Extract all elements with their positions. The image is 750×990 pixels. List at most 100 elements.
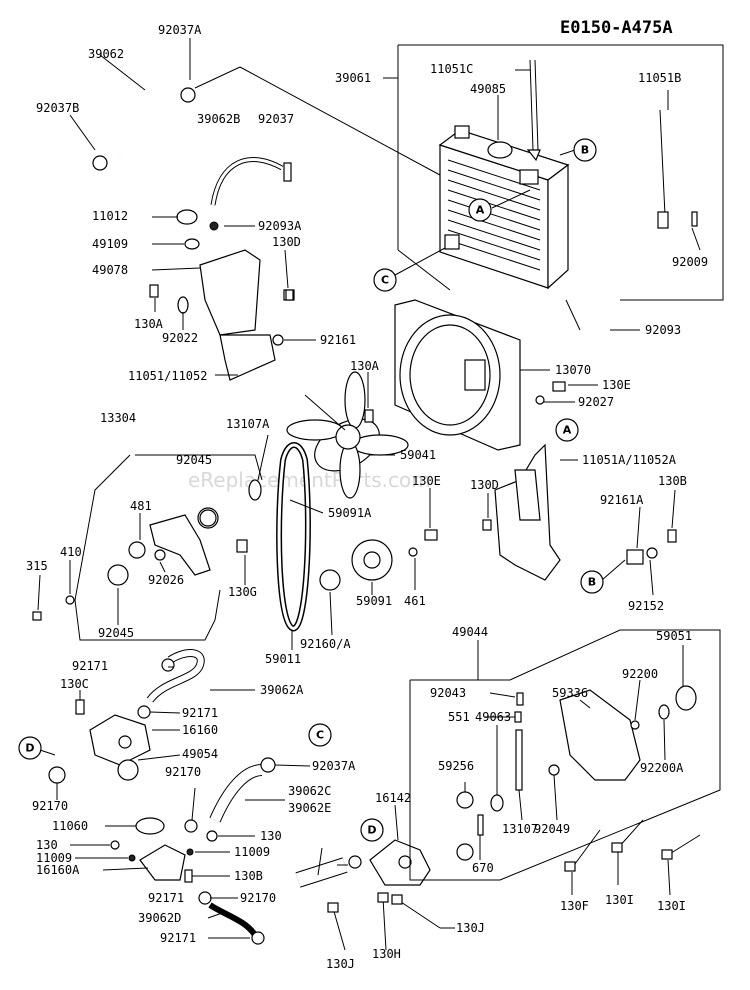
washer-49109 xyxy=(184,238,200,250)
label-92022: 92022 xyxy=(162,331,198,345)
label-59011: 59011 xyxy=(265,652,301,666)
callout-d-left: D xyxy=(18,736,56,760)
label-11009-a: 11009 xyxy=(234,845,270,859)
label-130c: 130C xyxy=(60,677,89,691)
label-92160a: 92160/A xyxy=(300,637,351,651)
label-92027: 92027 xyxy=(578,395,614,409)
fan-shroud xyxy=(394,299,521,451)
label-92026: 92026 xyxy=(148,573,184,587)
callout-b-lower: B xyxy=(580,559,626,594)
clamp-92171-d xyxy=(251,931,265,945)
label-92171-d: 92171 xyxy=(160,931,196,945)
label-39062a: 39062A xyxy=(260,683,304,697)
label-16142: 16142 xyxy=(375,791,411,805)
spacer-92160 xyxy=(319,569,341,591)
label-59041: 59041 xyxy=(400,448,436,462)
clamp-92037b xyxy=(92,155,108,171)
label-670: 670 xyxy=(472,861,494,875)
label-13107a: 13107A xyxy=(226,417,270,431)
label-49085: 49085 xyxy=(470,82,506,96)
clamp-92171-c xyxy=(198,891,212,905)
washer-92027 xyxy=(535,395,545,405)
label-92037b: 92037B xyxy=(36,101,79,115)
label-39062d: 39062D xyxy=(138,911,181,925)
label-130e-right: 130E xyxy=(602,378,631,392)
label-92045-top: 92045 xyxy=(176,453,212,467)
label-92161a: 92161A xyxy=(600,493,644,507)
snap-ring-481 xyxy=(128,541,146,559)
breather-hose xyxy=(210,157,284,206)
bolt-130e-right xyxy=(552,381,566,392)
cap-11012 xyxy=(176,209,198,225)
label-130a-left: 130A xyxy=(134,317,164,331)
clamp-92170-bot xyxy=(348,855,362,869)
radiator-cap xyxy=(487,141,513,159)
plug-11009-a xyxy=(186,848,194,856)
callout-a-lower: A xyxy=(555,418,579,442)
label-13107: 13107 xyxy=(502,822,538,836)
label-92171-b: 92171 xyxy=(182,706,218,720)
callout-c-lower: C xyxy=(308,723,332,747)
bolt-130g xyxy=(236,539,248,553)
label-13304: 13304 xyxy=(100,411,136,425)
plug-130-left xyxy=(110,840,120,850)
label-130i-a: 130I xyxy=(605,893,634,907)
label-130-a: 130 xyxy=(260,829,282,843)
gear-59256 xyxy=(456,791,474,809)
label-92045-bot: 92045 xyxy=(98,626,134,640)
label-49054: 49054 xyxy=(182,747,218,761)
bolt-130d-mid xyxy=(482,519,492,531)
clamp-92171-a xyxy=(161,658,175,672)
clip-92037 xyxy=(283,162,292,182)
label-551: 551 xyxy=(448,710,470,724)
bolt-130-a xyxy=(206,830,218,842)
label-59051: 59051 xyxy=(656,629,692,643)
label-130b-bot: 130B xyxy=(234,869,263,883)
label-13070: 13070 xyxy=(555,363,591,377)
cap-59051 xyxy=(675,685,697,711)
idler-13107a xyxy=(248,479,262,501)
label-92037: 92037 xyxy=(258,112,294,126)
label-59336: 59336 xyxy=(552,686,588,700)
bolt-130a-left xyxy=(149,284,159,298)
clamp-92037a-bot xyxy=(260,757,276,773)
label-16160a: 16160A xyxy=(36,863,80,877)
bolt-130j-left xyxy=(332,907,346,951)
plug-92093a xyxy=(209,221,219,231)
pump-body-59336 xyxy=(559,689,641,781)
label-130b-right: 130B xyxy=(658,474,687,488)
label-11051b: 11051B xyxy=(638,71,681,85)
label-130h: 130H xyxy=(372,947,401,961)
pump-group-bracket xyxy=(409,629,721,881)
hose-39062d xyxy=(208,902,258,937)
label-92049: 92049 xyxy=(534,822,570,836)
label-39062: 39062 xyxy=(88,47,124,61)
label-39062e: 39062E xyxy=(288,801,331,815)
label-59256: 59256 xyxy=(438,759,474,773)
label-130a-mid: 130A xyxy=(350,359,380,373)
label-92170-a: 92170 xyxy=(165,765,201,779)
bolt-130b-right xyxy=(667,529,677,543)
cooling-fan xyxy=(286,371,409,499)
bolt-130j-right xyxy=(397,899,441,929)
label-39062c: 39062C xyxy=(288,784,331,798)
svg-text:A: A xyxy=(563,424,572,437)
label-92170-bot: 92170 xyxy=(240,891,276,905)
bolt-130h xyxy=(382,897,387,951)
svg-text:A: A xyxy=(476,204,485,217)
svg-text:D: D xyxy=(367,824,376,837)
label-130j-left: 130J xyxy=(326,957,355,971)
svg-text:C: C xyxy=(381,274,389,287)
label-92200a: 92200A xyxy=(640,761,684,775)
label-92161: 92161 xyxy=(320,333,356,347)
label-92171-c: 92171 xyxy=(148,891,184,905)
svg-text:D: D xyxy=(25,742,34,755)
radiator-group-bracket xyxy=(398,44,724,301)
label-49063: 49063 xyxy=(475,710,511,724)
label-130e-mid: 130E xyxy=(412,474,441,488)
clamp-92037a-top xyxy=(180,87,196,103)
label-92170-left: 92170 xyxy=(32,799,68,813)
label-130g: 130G xyxy=(228,585,257,599)
bolt-92049 xyxy=(548,764,560,776)
